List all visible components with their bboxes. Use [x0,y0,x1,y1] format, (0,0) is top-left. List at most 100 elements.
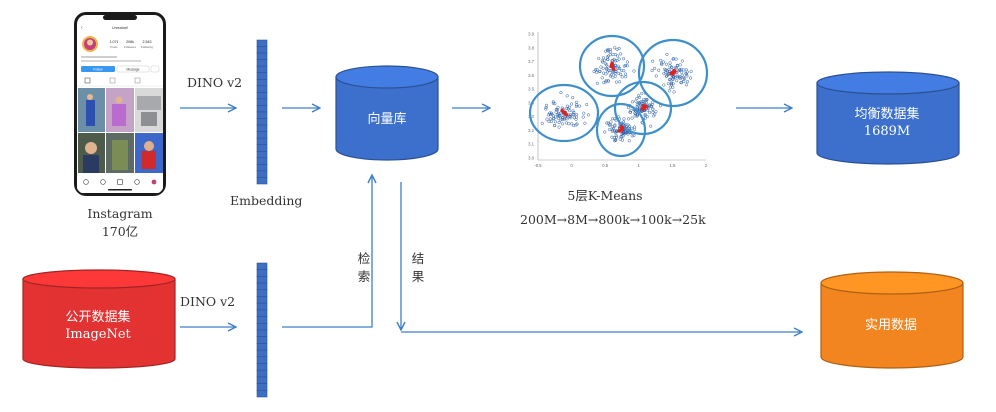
data-point [544,103,549,107]
embedding-cell [256,269,268,277]
data-point [638,95,642,99]
data-point [604,79,608,83]
data-point [540,121,544,125]
embedding-vector-bottom [256,262,268,398]
data-point [574,117,578,121]
data-point [553,123,557,127]
cylinder-top [816,71,960,95]
stat-following-label: Following [141,45,153,49]
data-point [595,70,599,74]
profile-name: Unrealcell [112,26,128,30]
data-point [662,67,667,71]
data-point [604,49,608,53]
data-point [635,96,639,101]
x-tick-label: -0.5 [534,163,542,168]
data-point [605,66,609,70]
cluster-center [562,110,567,115]
stat-posts-value: 1,071 [110,40,119,44]
cylinder-top [335,65,439,89]
data-point [643,113,647,117]
data-point [606,79,610,83]
add-post-icon[interactable] [117,179,123,185]
data-point [615,59,619,63]
data-point [680,70,684,74]
data-point [597,56,601,61]
data-point [568,115,572,119]
data-point [644,101,648,105]
data-point [634,99,638,103]
data-point [653,66,657,70]
data-point [685,74,689,78]
practical-data-label: 实用数据 [864,318,917,333]
embedding-cell [256,78,268,87]
data-point [595,67,599,71]
data-point [685,70,689,74]
data-point [634,112,638,116]
embedding-cell [256,389,268,398]
tagged-tab-icon[interactable] [134,77,141,84]
follow-button[interactable] [81,66,115,72]
balanced-dataset-label: 均衡数据集 [854,107,920,122]
data-point [624,72,628,76]
message-button[interactable] [116,65,150,73]
embedding-cell [256,262,268,270]
cluster-center [617,129,622,133]
data-point [560,118,564,122]
search-icon[interactable] [100,179,106,185]
cluster-boundary [528,83,600,143]
public-dataset-cylinder [22,269,176,369]
reels-tab-icon[interactable] [109,77,116,84]
dino-bottom-label: DINO v2 [180,294,236,309]
data-point [633,127,637,131]
data-point [674,66,678,70]
data-point [667,78,672,82]
embedding-cell [256,137,268,146]
cylinder-body [820,282,964,369]
cylinder-top [22,269,176,289]
data-point [635,112,639,116]
data-point [653,112,657,116]
data-point [668,64,672,68]
embedding-cell [256,52,268,60]
data-point [664,62,668,66]
data-point [630,116,634,120]
y-tick-label: 3.9 [528,32,534,37]
data-point [622,120,626,124]
data-point [665,52,669,56]
embedding-cell [256,131,268,139]
data-point [662,71,666,76]
data-point [679,67,684,71]
data-point [679,81,683,85]
data-point [650,69,654,73]
vector-db-label: 向量库 [367,112,407,127]
data-point [648,110,652,114]
data-point [639,100,643,104]
data-point [556,113,560,117]
data-point [601,56,605,60]
data-point [662,83,666,87]
data-point [554,110,558,114]
data-point [671,57,675,61]
activity-icon[interactable] [134,179,140,185]
embedding-cell [256,296,268,304]
data-point [548,117,552,121]
embedding-cell [256,111,268,119]
x-tick-label: 1 [638,163,641,168]
embedding-cell [256,72,268,80]
cluster-boundary [637,38,709,108]
grid-tab-icon[interactable] [84,77,91,84]
cylinder-top [820,271,964,295]
data-point [568,113,573,117]
data-point [614,129,618,133]
profile-tab-icon[interactable] [151,179,157,185]
data-point [549,119,553,124]
data-point [575,103,579,107]
data-point [660,63,664,67]
data-point [617,57,621,61]
vector-db-cylinder [335,65,439,161]
data-point [632,133,636,137]
data-point [572,116,576,120]
home-icon[interactable] [83,179,89,185]
cluster-center [669,71,673,76]
